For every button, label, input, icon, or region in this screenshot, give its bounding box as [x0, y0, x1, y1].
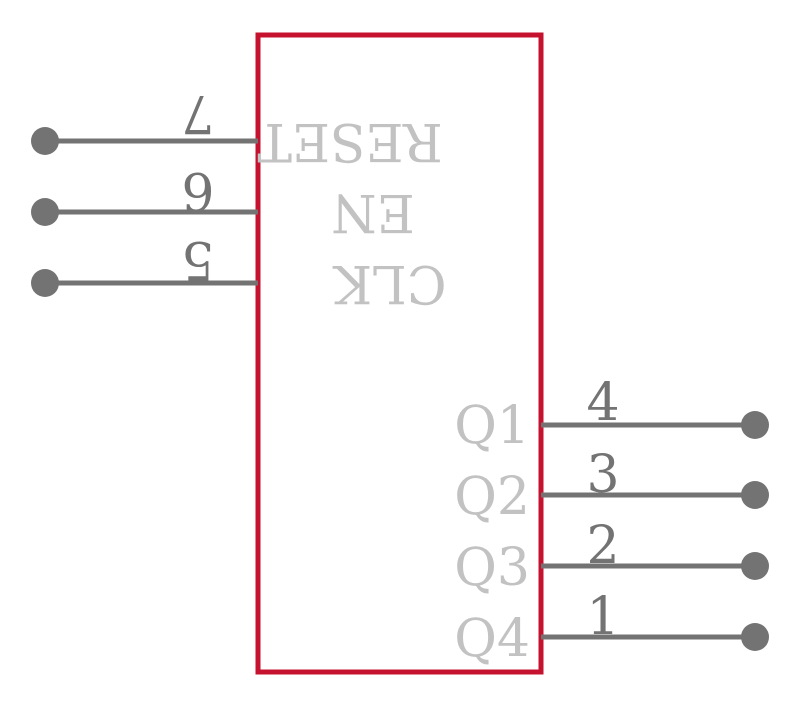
pin-terminal[interactable]: [741, 481, 769, 509]
left-pin-5[interactable]: 5 CLK: [31, 229, 447, 313]
pin-number: 5: [181, 229, 214, 289]
right-pin-2[interactable]: 2 Q3: [454, 516, 769, 598]
pin-terminal[interactable]: [31, 127, 59, 155]
pin-number: 2: [586, 516, 619, 576]
pin-terminal[interactable]: [741, 623, 769, 651]
pin-label-en: EN: [331, 182, 414, 242]
component-body: [255, 32, 544, 675]
pin-label-reset: RESET: [257, 111, 443, 171]
pin-number: 4: [586, 373, 619, 433]
pin-number: 6: [181, 160, 214, 220]
pin-terminal[interactable]: [31, 269, 59, 297]
right-pin-4[interactable]: 4 Q1: [454, 373, 769, 456]
pin-label-q1: Q1: [454, 396, 530, 456]
pin-terminal[interactable]: [741, 552, 769, 580]
pin-label-clk: CLK: [332, 253, 446, 313]
pin-terminal[interactable]: [741, 411, 769, 439]
left-pin-7[interactable]: 7 RESET: [31, 83, 443, 171]
pin-number: 1: [586, 587, 619, 647]
right-pin-3[interactable]: 3 Q2: [454, 445, 769, 527]
pin-number: 3: [586, 445, 619, 505]
right-pin-1[interactable]: 1 Q4: [454, 587, 769, 669]
pin-terminal[interactable]: [31, 198, 59, 226]
pin-label-q3: Q3: [454, 538, 530, 598]
pin-label-q2: Q2: [454, 467, 530, 527]
left-pin-6[interactable]: 6 EN: [31, 160, 415, 242]
pin-number: 7: [181, 83, 214, 143]
pin-label-q4: Q4: [454, 609, 530, 669]
